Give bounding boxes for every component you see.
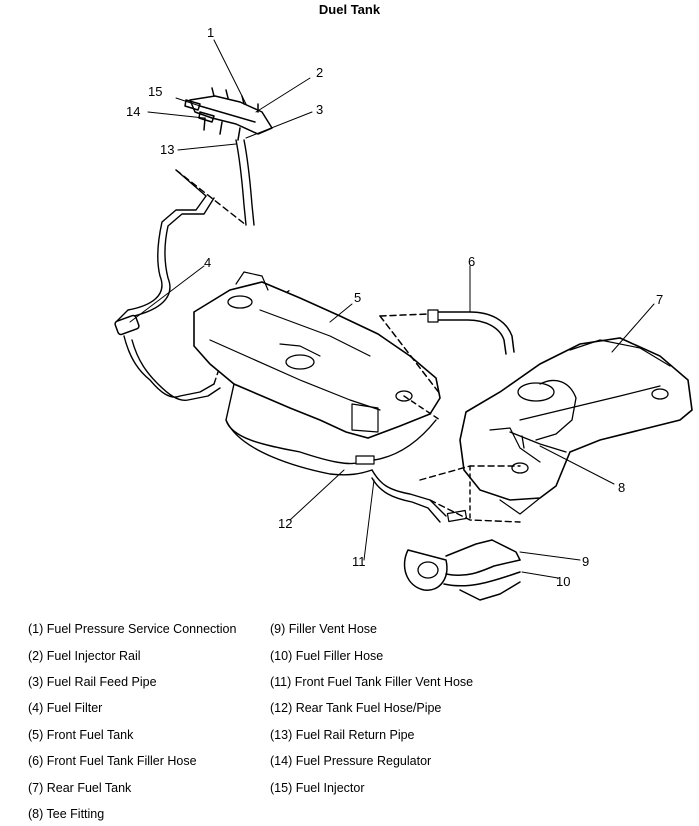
callout-11: 11: [352, 554, 366, 569]
legend-item-5: (5) Front Fuel Tank: [28, 728, 134, 742]
fuel-rail-pipes: [115, 139, 255, 327]
callout-4: 4: [204, 255, 211, 270]
legend-item-10: (10) Fuel Filler Hose: [270, 649, 384, 663]
callout-2: 2: [316, 65, 323, 80]
callout-7: 7: [656, 292, 663, 307]
fuel-filler-neck: [403, 539, 521, 601]
rear-fuel-tank: [459, 337, 693, 515]
tee-fitting: [509, 431, 567, 453]
callout-leaders: [129, 39, 655, 579]
fuel-system-diagram: 1 2 3 15 14 13 4 5 6 7 8 9 10 11 12: [114, 25, 693, 601]
callout-13: 13: [160, 142, 174, 157]
front-fuel-tank: [193, 271, 441, 439]
legend-item-2: (2) Fuel Injector Rail: [28, 649, 141, 663]
legend-item-12: (12) Rear Tank Fuel Hose/Pipe: [270, 701, 442, 715]
callout-15: 15: [148, 84, 162, 99]
callout-3: 3: [316, 102, 323, 117]
legend-item-15: (15) Fuel Injector: [270, 781, 365, 795]
fuel-injector: [184, 99, 215, 123]
legend-item-4: (4) Fuel Filter: [28, 701, 103, 715]
legend-item-3: (3) Fuel Rail Feed Pipe: [28, 675, 157, 689]
callout-5: 5: [354, 290, 361, 305]
callout-1: 1: [207, 25, 214, 40]
callout-9: 9: [582, 554, 589, 569]
front-fuel-tank-filler-hose: [379, 309, 515, 395]
filler-vent-hoses: [371, 465, 521, 523]
legend-item-9: (9) Filler Vent Hose: [270, 622, 377, 636]
legend-item-14: (14) Fuel Pressure Regulator: [270, 754, 432, 768]
rear-tank-fuel-hose: [225, 383, 441, 476]
callout-14: 14: [126, 104, 140, 119]
legend-item-8: (8) Tee Fitting: [28, 807, 105, 821]
callout-10: 10: [556, 574, 570, 589]
callout-8: 8: [618, 480, 625, 495]
legend-item-7: (7) Rear Fuel Tank: [28, 781, 132, 795]
callout-12: 12: [278, 516, 292, 531]
legend-item-6: (6) Front Fuel Tank Filler Hose: [28, 754, 197, 768]
legend-item-11: (11) Front Fuel Tank Filler Vent Hose: [270, 675, 474, 689]
diagram-title: Duel Tank: [318, 2, 381, 17]
legend-item-13: (13) Fuel Rail Return Pipe: [270, 728, 415, 742]
callout-6: 6: [468, 254, 475, 269]
legend-item-1: (1) Fuel Pressure Service Connection: [28, 622, 237, 636]
